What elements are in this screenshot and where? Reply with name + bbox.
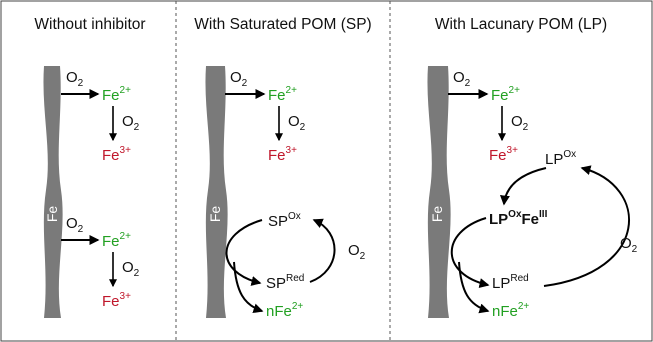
oxygen-label-3a: O2 — [453, 69, 471, 89]
sp-reduced: SPRed — [266, 273, 304, 292]
oxygen-label-3b: O2 — [511, 113, 529, 133]
oxygen-label-1c: O2 — [66, 215, 84, 235]
oxygen-label-2c: O2 — [348, 242, 366, 262]
ferrous-ion-3: Fe2+ — [491, 85, 520, 104]
ferrous-ion-1a: Fe2+ — [102, 85, 131, 104]
lp-reduced: LPRed — [492, 273, 529, 292]
oxygen-label-1b: O2 — [122, 113, 140, 133]
ferrous-ion-2: Fe2+ — [268, 85, 297, 104]
oxygen-label-1d: O2 — [122, 259, 140, 279]
iron-bar-1 — [43, 66, 63, 318]
ferric-ion-1a: Fe3+ — [102, 145, 131, 164]
arrow-lp-binding — [499, 167, 547, 206]
lp-ferric-complex: LPOxFeIII — [489, 209, 548, 228]
oxygen-label-2b: O2 — [288, 113, 306, 133]
oxygen-label-2a: O2 — [230, 69, 248, 89]
iron-bar-3 — [427, 66, 451, 318]
arrow-lp-reoxidation — [543, 165, 630, 287]
iron-label-3: Fe — [429, 206, 445, 223]
arrow-sp-reoxidation — [309, 218, 336, 283]
oxygen-label-3c: O2 — [620, 235, 638, 255]
ferric-ion-2: Fe3+ — [268, 145, 297, 164]
arrow-sp-reduction — [225, 219, 263, 286]
panel-title-without-inhibitor: Without inhibitor — [34, 16, 145, 33]
iron-label-2: Fe — [207, 206, 223, 223]
lp-oxidized: LPOx — [545, 149, 576, 168]
ferric-ion-3: Fe3+ — [489, 145, 518, 164]
ferric-ion-1b: Fe3+ — [102, 291, 131, 310]
n-ferrous-ion-3: nFe2+ — [492, 301, 529, 320]
panel-title-lacunary-pom: With Lacunary POM (LP) — [435, 16, 607, 33]
iron-label-1: Fe — [44, 206, 60, 223]
arrow-fe-release-2 — [233, 261, 264, 314]
oxygen-label-1a: O2 — [66, 69, 84, 89]
panel-title-saturated-pom: With Saturated POM (SP) — [194, 16, 371, 33]
n-ferrous-ion-2: nFe2+ — [266, 301, 303, 320]
iron-bar-2 — [205, 66, 228, 318]
arrow-fe-release-3 — [458, 261, 490, 314]
sp-oxidized: SPOx — [268, 211, 301, 230]
arrow-complex-reduction — [450, 217, 490, 288]
ferrous-ion-1b: Fe2+ — [102, 231, 131, 250]
